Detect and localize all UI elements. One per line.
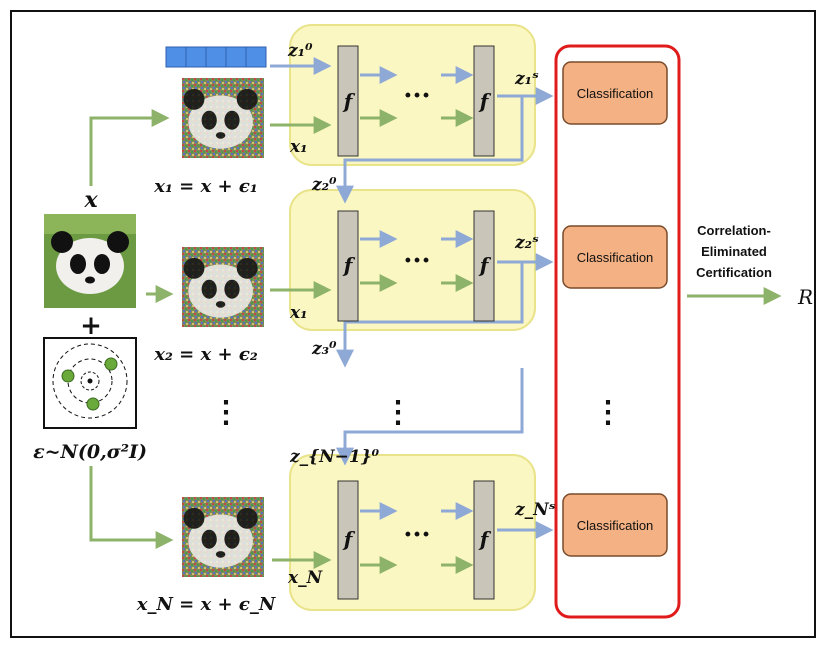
certification-label-line-1: Correlation- [697,223,771,238]
z-input-label-3: z₃⁰ [311,339,337,359]
f-label: f [478,527,492,551]
classifier-label: Classification [577,518,654,533]
noisy-panda-image-N [182,497,264,577]
noisy-panda-image-2 [182,247,264,327]
certification-label-line-2: Eliminated [701,244,767,259]
f-label: f [342,253,356,277]
classifier-1: Classification [562,61,668,125]
z-output-label-N: z_Nˢ [514,500,556,520]
green-input-paths [89,109,782,574]
x-input-label-1: x₁ [289,137,308,157]
noisy-sample-label-N: x_N = x + ϵ_N [136,594,277,615]
certification-label-line-3: Certification [696,265,772,280]
latent-token-row [165,46,267,68]
vertical-dots: ⋮ [211,395,241,430]
noisy-panda-image-1 [182,78,264,158]
f-label: f [478,253,492,277]
f-label: f [478,89,492,113]
noise-distribution-label: ε~N(0,σ²I) [33,441,147,463]
stage-ellipsis: ··· [403,81,430,111]
classifier-label: Classification [577,250,654,265]
clean-input-label: x [83,187,98,213]
plus-sign: + [80,311,102,341]
classifier-label: Classification [577,86,654,101]
x-input-label-N: x_N [287,568,324,588]
vertical-dots: ⋮ [593,395,623,430]
z-input-label-2: z₂⁰ [311,175,337,195]
z-output-label-2: z₂ˢ [514,233,539,253]
classifier-N: Classification [562,493,668,557]
z-input-label-1: z₁⁰ [287,41,313,61]
figure-frame [10,10,816,638]
x-input-label-2: x₁ [289,303,308,323]
output-radius-label: R [797,285,813,309]
stage-ellipsis: ··· [403,520,430,550]
noisy-sample-label-2: x₂ = x + ϵ₂ [153,344,258,365]
z-input-label-N: z_{N−1}⁰ [289,447,380,467]
f-blocks [337,45,495,600]
blue-latent-paths [270,57,554,539]
f-label: f [342,527,356,551]
classification-frame [554,44,681,619]
stage-ellipsis: ··· [403,246,430,276]
f-label: f [342,89,356,113]
clean-panda-image [44,214,136,308]
z-output-label-1: z₁ˢ [514,69,539,89]
classifier-2: Classification [562,225,668,289]
noisy-sample-label-1: x₁ = x + ϵ₁ [153,176,257,197]
vertical-dots: ⋮ [383,395,413,430]
noise-distribution-icon [43,337,137,429]
